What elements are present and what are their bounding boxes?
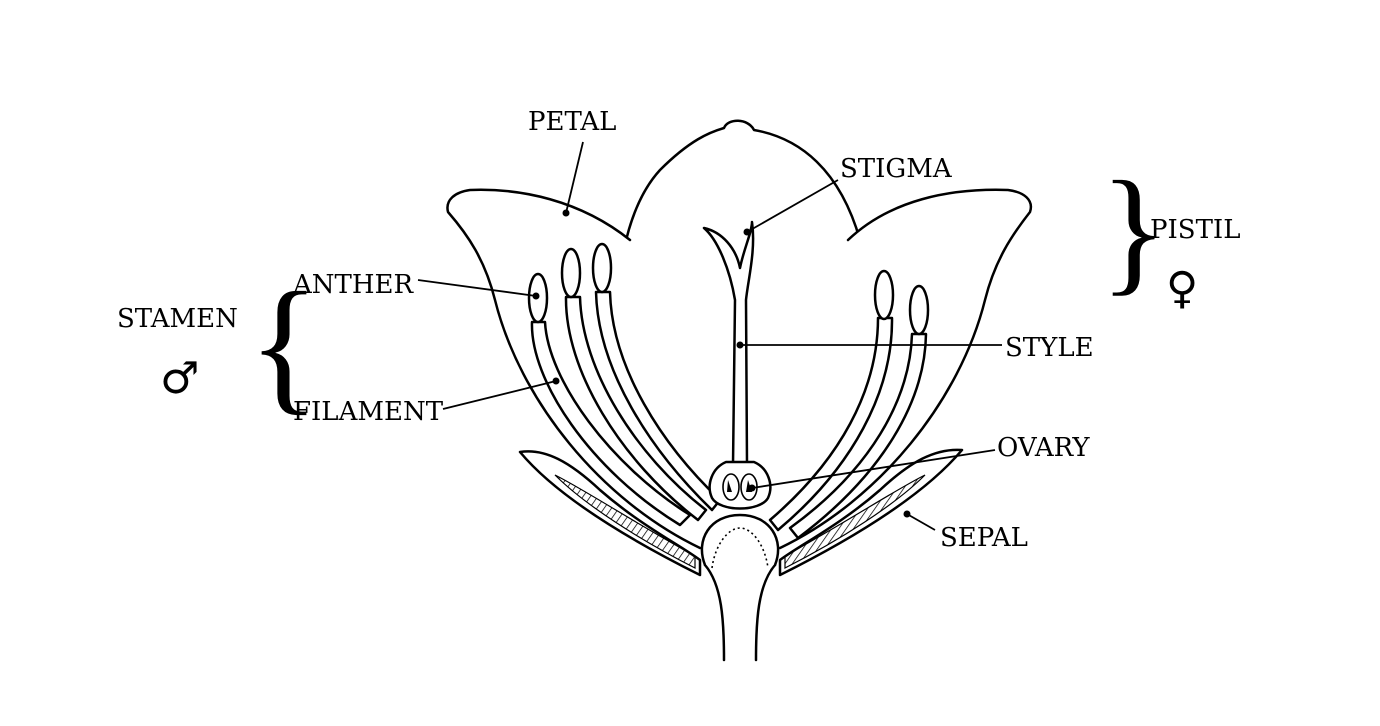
label-style: STYLE xyxy=(1005,333,1094,363)
label-stamen: STAMEN xyxy=(117,304,238,334)
label-stigma: STIGMA xyxy=(840,154,953,184)
male-symbol-icon: ♂ xyxy=(160,353,199,404)
pistil xyxy=(702,220,772,510)
stamen-brace: { xyxy=(248,262,320,428)
label-anther: ANTHER xyxy=(292,270,415,300)
leader-lines xyxy=(417,141,1002,531)
label-petal: PETAL xyxy=(528,107,616,137)
label-sepal: SEPAL xyxy=(940,523,1028,553)
pistil-brace: } xyxy=(1100,153,1167,308)
female-symbol-icon: ♀ xyxy=(1166,263,1198,314)
stamens-left xyxy=(527,242,722,527)
sepals xyxy=(518,448,964,577)
receptacle xyxy=(700,513,780,569)
label-ovary: OVARY xyxy=(997,433,1090,463)
label-filament: FILAMENT xyxy=(293,397,444,427)
stem xyxy=(703,563,777,662)
label-pistil: PISTIL xyxy=(1150,215,1240,245)
stamens-right xyxy=(768,269,930,540)
